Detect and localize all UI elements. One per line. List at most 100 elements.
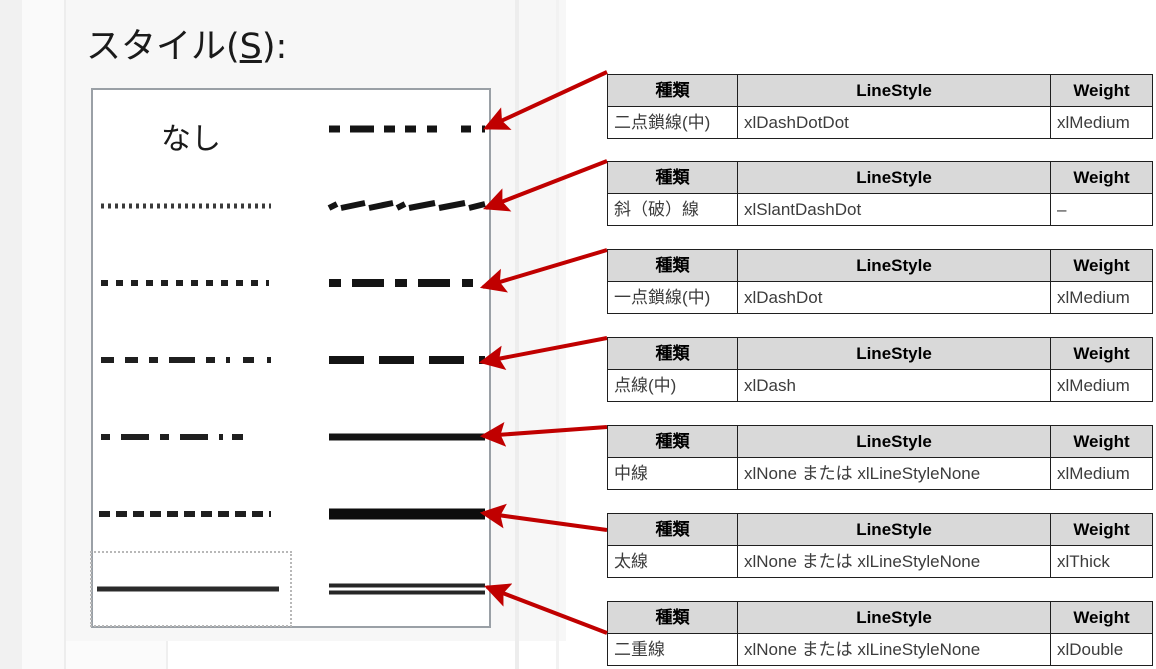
header-weight: Weight (1050, 249, 1153, 282)
table-header-row: 種類 LineStyle Weight (607, 249, 1153, 282)
line-preview-dash-dot-dot-thin (101, 356, 271, 363)
table-data-row: 太線 xlNone または xlLineStyleNone xlThick (607, 545, 1153, 578)
cell-line-style: xlSlantDashDot (737, 193, 1051, 226)
cell-line-style: xlNone または xlLineStyleNone (737, 545, 1051, 578)
cell-kind: 一点鎖線(中) (607, 281, 738, 314)
sample-dash-medium (289, 345, 489, 375)
table-row-3: 種類 LineStyle Weight 点線(中) xlDash xlMediu… (607, 337, 1153, 402)
style-option-dash-dot-medium[interactable] (289, 244, 489, 321)
cell-weight: xlDouble (1050, 633, 1153, 666)
header-weight: Weight (1050, 74, 1153, 107)
line-preview-dash-medium (329, 355, 485, 364)
style-option-dashed-thin[interactable] (93, 475, 289, 552)
sample-solid-thick (289, 499, 489, 529)
cell-line-style: xlDashDotDot (737, 106, 1051, 139)
style-option-dash-medium[interactable] (289, 321, 489, 398)
cell-kind: 斜（破）線 (607, 193, 738, 226)
style-option-none[interactable]: なし (93, 90, 289, 167)
table-header-row: 種類 LineStyle Weight (607, 513, 1153, 546)
table-header-row: 種類 LineStyle Weight (607, 161, 1153, 194)
none-label: なし (161, 121, 221, 157)
style-option-fine-dotted[interactable] (93, 167, 289, 244)
header-kind: 種類 (607, 161, 738, 194)
sample-none: なし (93, 114, 289, 157)
table-header-row: 種類 LineStyle Weight (607, 425, 1153, 458)
header-kind: 種類 (607, 74, 738, 107)
cell-weight: – (1050, 193, 1153, 226)
header-kind: 種類 (607, 249, 738, 282)
table-row-0: 種類 LineStyle Weight 二点鎖線(中) xlDashDotDot… (607, 74, 1153, 139)
table-data-row: 一点鎖線(中) xlDashDot xlMedium (607, 281, 1153, 314)
cell-kind: 点線(中) (607, 369, 738, 402)
style-option-solid-thick[interactable] (289, 475, 489, 552)
header-weight: Weight (1050, 601, 1153, 634)
style-option-solid-thin-selected[interactable] (90, 551, 292, 627)
page-edge-2 (22, 0, 64, 669)
header-line-style: LineStyle (737, 425, 1051, 458)
line-preview-fine-dotted (101, 203, 271, 208)
table-row-6: 種類 LineStyle Weight 二重線 xlNone または xlLin… (607, 601, 1153, 666)
sample-dashed-thin (93, 499, 289, 529)
line-preview-dotted-dash-small (101, 279, 269, 286)
sample-slant-dash-dot (289, 191, 489, 221)
style-option-slant-dash-dot[interactable] (289, 167, 489, 244)
cell-weight: xlMedium (1050, 457, 1153, 490)
sample-dash-dot-thin (93, 422, 289, 452)
sample-double-line (289, 574, 489, 604)
line-preview-dash-dot-thin (101, 433, 271, 440)
header-line-style: LineStyle (737, 161, 1051, 194)
header-line-style: LineStyle (737, 513, 1051, 546)
cell-line-style: xlNone または xlLineStyleNone (737, 457, 1051, 490)
cell-kind: 二重線 (607, 633, 738, 666)
style-option-dotted-dash-small[interactable] (93, 244, 289, 321)
table-row-5: 種類 LineStyle Weight 太線 xlNone または xlLine… (607, 513, 1153, 578)
style-option-double-line[interactable] (289, 552, 489, 626)
cell-line-style: xlDash (737, 369, 1051, 402)
header-weight: Weight (1050, 337, 1153, 370)
table-header-row: 種類 LineStyle Weight (607, 74, 1153, 107)
header-line-style: LineStyle (737, 249, 1051, 282)
style-option-solid-medium[interactable] (289, 398, 489, 475)
style-label-head: スタイル( (86, 27, 240, 67)
style-option-dash-dot-thin[interactable] (93, 398, 289, 475)
table-data-row: 中線 xlNone または xlLineStyleNone xlMedium (607, 457, 1153, 490)
table-header-row: 種類 LineStyle Weight (607, 601, 1153, 634)
header-kind: 種類 (607, 425, 738, 458)
cell-weight: xlMedium (1050, 281, 1153, 314)
table-header-row: 種類 LineStyle Weight (607, 337, 1153, 370)
table-data-row: 斜（破）線 xlSlantDashDot – (607, 193, 1153, 226)
cell-kind: 太線 (607, 545, 738, 578)
sample-solid-thin (90, 551, 292, 627)
sample-dash-dot-medium (289, 268, 489, 298)
sample-dotted-dash-small (93, 268, 289, 298)
page-edge-3 (64, 0, 66, 669)
sample-dash-dot-dot-thin (93, 345, 289, 375)
header-weight: Weight (1050, 161, 1153, 194)
panel-right-edge-2 (556, 0, 559, 669)
cell-line-style: xlDashDot (737, 281, 1051, 314)
table-data-row: 点線(中) xlDash xlMedium (607, 369, 1153, 402)
sample-dash-dot-dot (289, 114, 489, 144)
cell-weight: xlMedium (1050, 106, 1153, 139)
line-preview-slant-dash-dot (327, 199, 486, 211)
excel-line-style-dialog-capture: スタイル(S): なし (0, 0, 566, 669)
selection-focus-rectangle (90, 551, 292, 627)
cell-line-style: xlNone または xlLineStyleNone (737, 633, 1051, 666)
header-kind: 種類 (607, 601, 738, 634)
style-label-tail: ): (261, 27, 288, 67)
cell-weight: xlThick (1050, 545, 1153, 578)
sample-fine-dotted (93, 191, 289, 221)
style-option-dash-dot-dot-thin[interactable] (93, 321, 289, 398)
table-data-row: 二重線 xlNone または xlLineStyleNone xlDouble (607, 633, 1153, 666)
table-data-row: 二点鎖線(中) xlDashDotDot xlMedium (607, 106, 1153, 139)
style-option-dash-dot-dot[interactable] (289, 90, 489, 167)
cell-kind: 二点鎖線(中) (607, 106, 738, 139)
header-line-style: LineStyle (737, 74, 1051, 107)
line-preview-dash-dot-dot (329, 125, 485, 132)
line-style-listbox[interactable]: なし (90, 88, 491, 628)
cell-kind: 中線 (607, 457, 738, 490)
line-preview-dash-dot-medium (329, 278, 485, 287)
line-style-grid: なし (90, 90, 489, 627)
header-kind: 種類 (607, 337, 738, 370)
table-row-4: 種類 LineStyle Weight 中線 xlNone または xlLine… (607, 425, 1153, 490)
